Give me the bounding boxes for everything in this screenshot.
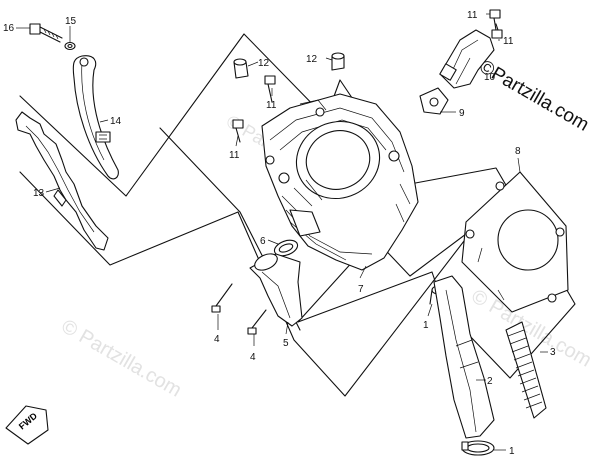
part-4-bolt-b [247,309,267,335]
part-13-chain-guide [15,111,109,251]
part-11-bolt-d [491,23,503,39]
part-11-bolt-a [264,75,276,103]
watermark-main: ©Partzilla.com [476,56,593,136]
part-7-cylinder [261,93,419,271]
part-3-sleeve [505,321,547,419]
part-5-intake-pipe [249,253,303,327]
part-4-bolt-a [211,283,233,313]
callout-11-c: 11 [467,10,478,21]
callout-15: 15 [65,16,77,27]
callout-9: 9 [459,108,465,119]
callout-10: 10 [484,72,496,83]
callout-labels: 16 15 14 13 12 12 11 11 11 11 10 9 8 7 6… [3,10,556,457]
callout-7: 7 [358,284,364,295]
part-1-clamp-bottom [461,440,495,456]
callout-11-b: 11 [229,150,240,161]
leader-lines [16,13,548,451]
part-10-tensioner [439,29,495,89]
part-6-o-ring [273,239,299,257]
part-12-dowel-right [331,52,345,71]
part-12-dowel-left [233,58,249,79]
callout-13: 13 [33,188,45,199]
part-8-head-gasket [461,171,569,313]
callout-11-d: 11 [503,36,514,47]
callout-16: 16 [3,23,15,34]
part-2-hose [433,275,495,439]
callout-6: 6 [260,236,266,247]
callout-11-a: 11 [266,100,277,111]
callout-8: 8 [515,146,521,157]
callout-12-left: 12 [258,58,270,69]
part-11-bolt-c [489,9,501,31]
callout-3: 3 [550,347,556,358]
callout-5: 5 [283,338,289,349]
callout-4-b: 4 [250,352,256,363]
callout-14: 14 [110,116,122,127]
callout-2: 2 [487,376,493,387]
callout-4-a: 4 [214,334,220,345]
part-9-gasket [419,87,449,115]
watermark-faint-left: © Partzilla.com [58,315,186,401]
part-11-bolt-b [232,119,244,143]
fwd-arrow-icon: FWD [5,405,49,445]
part-15-washer [64,41,76,51]
part-14-guide-arm [72,55,119,180]
callout-1-bottom: 1 [509,446,515,457]
callout-12-right: 12 [306,54,318,65]
callout-1-top: 1 [423,320,429,331]
part-16-bolt [29,23,63,43]
